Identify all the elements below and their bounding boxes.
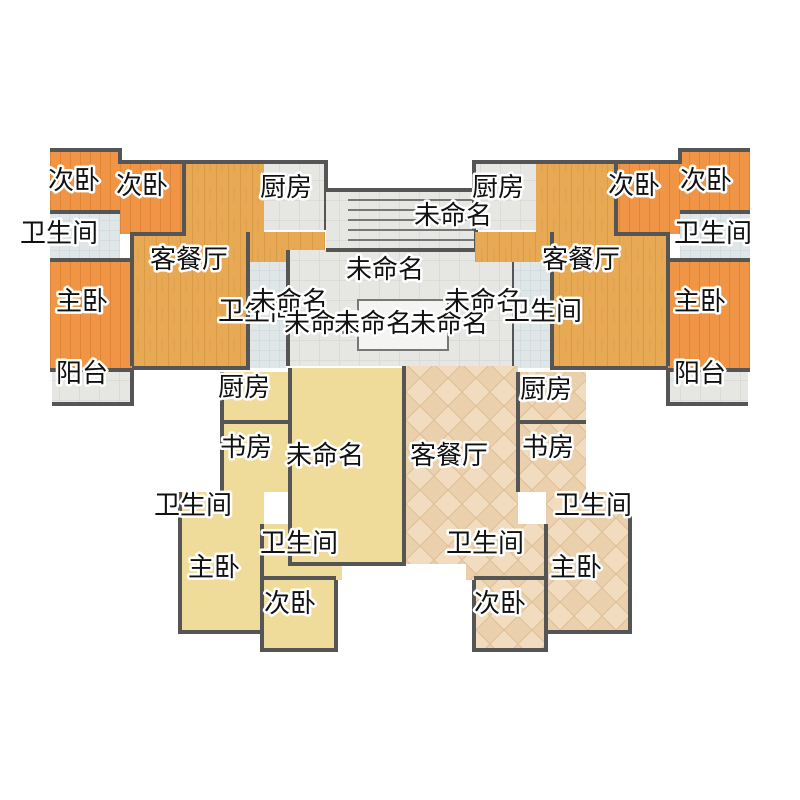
- room-balcony-r: [668, 370, 748, 404]
- room-kitchen-lower: [222, 372, 290, 422]
- label-master-ll: 主卧: [188, 553, 240, 583]
- label-kitchen-ur: 厨房: [472, 173, 524, 203]
- label-unnamed-core-b: 未命名: [410, 309, 488, 339]
- room-bath-lower-2: [262, 524, 342, 580]
- room-master-bedroom: [50, 260, 132, 370]
- label-bedroom-2b: 次卧: [116, 171, 168, 201]
- label-unnamed-core-a: 未命名: [334, 309, 412, 339]
- label-study-lr: 书房: [522, 433, 574, 463]
- label-kitchen-ul: 厨房: [260, 173, 312, 203]
- label-unnamed-ul-2: 未命名: [284, 309, 362, 339]
- room-master-bedroom-r: [668, 260, 750, 370]
- room-balcony: [52, 370, 132, 404]
- label-study-ll: 书房: [220, 433, 272, 463]
- label-bedroom-2d: 次卧: [680, 166, 732, 196]
- stair-treads: [348, 199, 474, 241]
- room-labels: 次卧 次卧 卫生间 厨房 客餐厅 主卧 阳台 卫生间 未命名 未命名 未命名 未…: [18, 164, 755, 622]
- room-living-main-r: [553, 232, 668, 366]
- label-balcony-ur: 阳台: [674, 359, 726, 389]
- unit-lower-right: [402, 366, 632, 652]
- label-unnamed-ur-1: 未命名: [444, 287, 522, 317]
- label-bath-ul: 卫生间: [20, 219, 98, 249]
- label-bath-lr-2: 卫生间: [446, 529, 524, 559]
- label-kitchen-ll: 厨房: [218, 373, 270, 403]
- room-kitchen-lower-right: [518, 372, 586, 422]
- label-unnamed-ll: 未命名: [286, 441, 364, 471]
- room-bath-lower-right: [546, 492, 630, 532]
- label-master-lr: 主卧: [550, 553, 602, 583]
- room-bath-right: [680, 212, 750, 260]
- room-master-lower: [178, 532, 262, 632]
- label-bath-ll-2: 卫生间: [260, 529, 338, 559]
- room-bath-lower: [180, 492, 264, 532]
- label-unnamed-ul-1: 未命名: [250, 287, 328, 317]
- room-living-ext-r: [475, 232, 553, 262]
- label-master-ul: 主卧: [56, 287, 108, 317]
- label-balcony-ul: 阳台: [56, 359, 108, 389]
- label-bedroom-ll: 次卧: [264, 589, 316, 619]
- room-study-lower: [222, 422, 290, 492]
- label-bath-lr: 卫生间: [554, 491, 632, 521]
- label-bath-ur: 卫生间: [674, 219, 752, 249]
- label-bath-ul-mid: 卫生间: [218, 297, 296, 327]
- elevator-shaft: [357, 299, 449, 351]
- label-living-ul: 客餐厅: [150, 245, 228, 275]
- label-living-lr: 客餐厅: [410, 441, 488, 471]
- label-bedroom-2c: 次卧: [608, 171, 660, 201]
- walls-upper-left: [50, 148, 328, 406]
- walls-upper-right: [472, 148, 750, 406]
- label-kitchen-lr: 厨房: [520, 375, 572, 405]
- room-bedroom-2a: [50, 150, 120, 212]
- label-bedroom-2a: 次卧: [48, 166, 100, 196]
- room-master-lower-right: [548, 532, 630, 632]
- label-bedroom-lr: 次卧: [474, 589, 526, 619]
- label-bath-ll: 卫生间: [154, 491, 232, 521]
- label-bath-ur-mid: 卫生间: [504, 297, 582, 327]
- room-bedroom-lower-right: [474, 578, 546, 650]
- room-living-main: [132, 232, 247, 366]
- room-bedroom-2b-r: [616, 162, 682, 234]
- label-master-ur: 主卧: [674, 287, 726, 317]
- label-unnamed-core-mid: 未命名: [346, 255, 424, 285]
- unit-lower-left: [178, 368, 406, 652]
- room-kitchen-r: [474, 162, 536, 230]
- room-bath-left: [50, 212, 120, 260]
- room-kitchen: [264, 162, 326, 230]
- room-bath-mid: [250, 262, 286, 368]
- walls-lower-right: [402, 366, 632, 652]
- label-unnamed-core-top: 未命名: [414, 201, 492, 231]
- room-bedroom-2b: [118, 162, 184, 234]
- room-bedroom-lower: [262, 578, 336, 650]
- room-bath-lower-right-2: [466, 524, 546, 580]
- room-bath-mid-r: [514, 262, 550, 368]
- label-living-ur: 客餐厅: [542, 245, 620, 275]
- walls-lower-left: [178, 368, 406, 652]
- room-study-lower-right: [518, 422, 586, 492]
- unit-upper-right: [472, 148, 750, 406]
- room-bedroom-2a-r: [680, 150, 750, 212]
